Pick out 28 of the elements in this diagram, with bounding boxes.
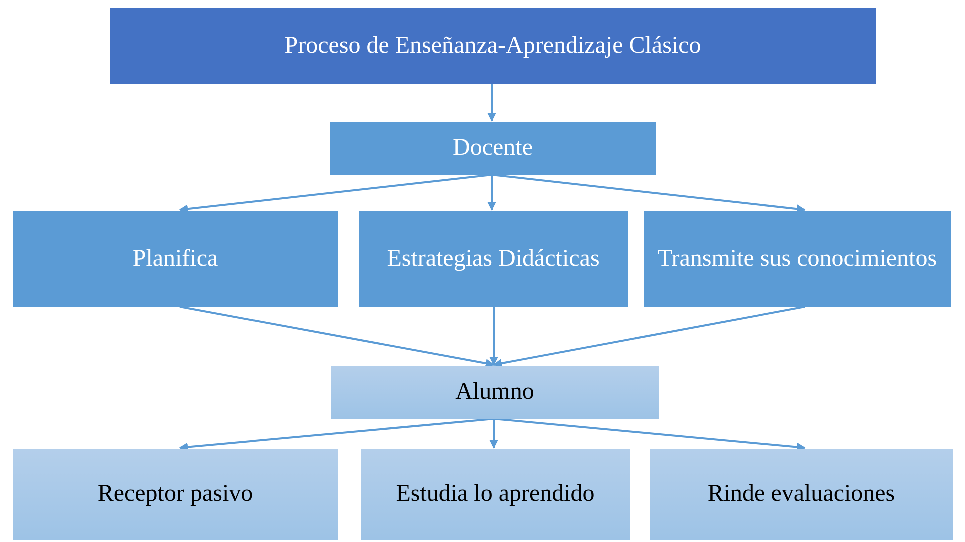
process-box bbox=[331, 366, 659, 419]
arrow bbox=[488, 175, 496, 211]
arrow bbox=[492, 174, 806, 214]
arrow bbox=[494, 418, 806, 452]
arrow bbox=[179, 174, 492, 214]
arrow bbox=[180, 306, 495, 368]
process-box bbox=[644, 211, 951, 307]
box-label: Transmite sus conocimientos bbox=[658, 244, 938, 274]
process-box bbox=[650, 449, 953, 540]
arrow bbox=[179, 418, 494, 452]
arrow bbox=[493, 306, 806, 368]
process-box bbox=[13, 449, 338, 540]
process-box bbox=[330, 122, 656, 175]
box-label: Rinde evaluaciones bbox=[708, 480, 896, 510]
title-box bbox=[110, 8, 876, 84]
process-box bbox=[13, 211, 338, 307]
arrow bbox=[488, 84, 496, 122]
process-box bbox=[359, 211, 628, 307]
box-label: Receptor pasivo bbox=[98, 480, 254, 510]
box-label: Planifica bbox=[132, 244, 218, 274]
arrow bbox=[490, 419, 498, 449]
box-label: Proceso de Enseñanza-Aprendizaje Clásico bbox=[284, 32, 702, 61]
box-label: Estrategias Didácticas bbox=[387, 244, 600, 274]
box-label: Docente bbox=[453, 134, 533, 164]
arrow bbox=[490, 307, 498, 366]
box-label: Estudia lo aprendido bbox=[396, 480, 595, 510]
box-label: Alumno bbox=[456, 378, 534, 408]
process-box bbox=[361, 449, 630, 540]
